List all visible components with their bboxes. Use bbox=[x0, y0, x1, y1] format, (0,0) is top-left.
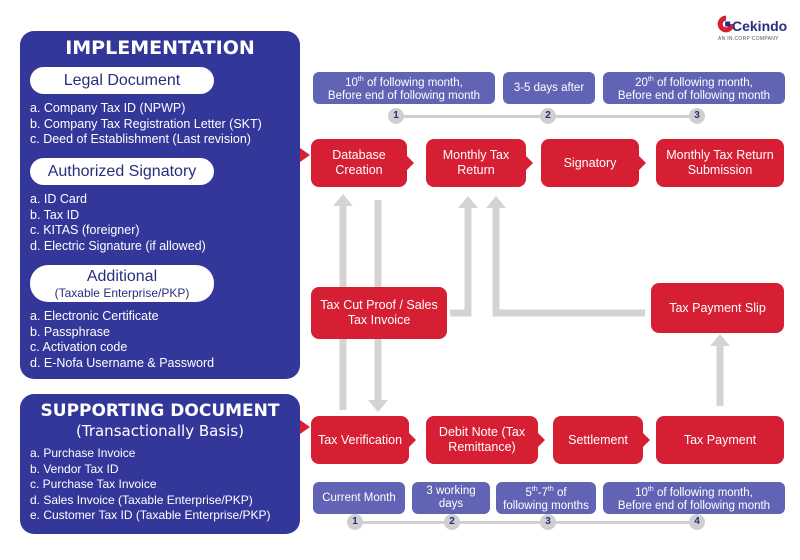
list-item: b. Company Tax Registration Letter (SKT) bbox=[30, 116, 262, 131]
top-timeline-box-2: 3-5 days after bbox=[503, 72, 595, 104]
monthly-tax-return-box: Monthly Tax Return bbox=[426, 139, 533, 187]
timeline-text-line2: Before end of following month bbox=[617, 89, 771, 102]
bottom-timeline-box-2: 3 working days bbox=[412, 482, 490, 514]
list-item: d. E-Nofa Username & Password bbox=[30, 355, 215, 370]
timeline-step-number: 3 bbox=[689, 108, 705, 124]
database-creation-box: Database Creation bbox=[311, 139, 414, 187]
connector-arrow bbox=[450, 208, 472, 317]
additional-pill: Additional (Taxable Enterprise/PKP) bbox=[30, 265, 214, 302]
legal-document-pill: Legal Document bbox=[30, 67, 214, 94]
list-item: a. Company Tax ID (NPWP) bbox=[30, 101, 186, 115]
timeline-text-line2: Before end of following month bbox=[327, 89, 481, 102]
legal-document-list: a. Company Tax ID (NPWP) b. Company Tax … bbox=[30, 101, 262, 148]
timeline-text-line1: Current Month bbox=[322, 491, 396, 504]
additional-sublabel: (Taxable Enterprise/PKP) bbox=[54, 286, 190, 300]
tax-payment-slip-box: Tax Payment Slip bbox=[651, 283, 784, 333]
supporting-title: SUPPORTING DOCUMENT bbox=[40, 401, 280, 421]
bottom-timeline-line bbox=[355, 521, 697, 524]
tax-payment-box: Tax Payment bbox=[656, 416, 784, 464]
arrowhead bbox=[710, 334, 730, 346]
cekindo-logo-icon bbox=[717, 15, 735, 33]
supporting-subtitle: (Transactionally Basis) bbox=[76, 422, 244, 440]
timeline-text-line1: 20th of following month, bbox=[635, 76, 753, 89]
timeline-text-line2: days bbox=[438, 498, 464, 510]
supporting-list: a. Purchase Invoice b. Vendor Tax ID c. … bbox=[30, 446, 271, 524]
list-item: b. Vendor Tax ID bbox=[30, 461, 119, 476]
timeline-text-line1: 10th of following month, bbox=[345, 76, 463, 89]
arrowhead bbox=[486, 196, 506, 208]
timeline-text-line1: 5th-7th of bbox=[525, 486, 567, 499]
panel-pointer bbox=[300, 420, 310, 434]
bottom-timeline-box-3: 5th-7th of following months bbox=[496, 482, 596, 514]
list-item: b. Passphrase bbox=[30, 324, 110, 339]
timeline-text-line2: Before end of following month bbox=[617, 499, 771, 512]
list-item: a. ID Card bbox=[30, 192, 87, 206]
list-item: c. Activation code bbox=[30, 340, 128, 354]
timeline-text-line1: 3 working bbox=[426, 485, 476, 497]
connector-arrow bbox=[492, 208, 645, 317]
arrowhead bbox=[458, 196, 478, 208]
list-item: d. Sales Invoice (Taxable Enterprise/PKP… bbox=[30, 492, 253, 507]
list-item: c. Purchase Tax Invoice bbox=[30, 477, 157, 491]
timeline-text-line2: following months bbox=[503, 499, 589, 512]
list-item: a. Purchase Invoice bbox=[30, 446, 136, 460]
supporting-document-panel: SUPPORTING DOCUMENT (Transactionally Bas… bbox=[20, 394, 300, 534]
list-item: c. Deed of Establishment (Last revision) bbox=[30, 132, 251, 146]
arrowhead bbox=[333, 194, 353, 206]
implementation-panel: IMPLEMENTATION Legal Document a. Company… bbox=[20, 31, 300, 379]
bottom-timeline-box-1: Current Month bbox=[313, 482, 405, 514]
timeline-text-line1: 3-5 days after bbox=[513, 81, 585, 94]
implementation-title: IMPLEMENTATION bbox=[65, 37, 255, 59]
top-timeline-box-1: 10th of following month, Before end of f… bbox=[313, 72, 495, 104]
logo-tagline: AN IN.CORP COMPANY bbox=[718, 36, 779, 42]
timeline-step-number: 2 bbox=[444, 514, 460, 530]
signatory-box: Signatory bbox=[541, 139, 646, 187]
authorized-signatory-pill: Authorized Signatory bbox=[30, 158, 214, 185]
additional-label: Additional bbox=[86, 268, 158, 285]
list-item: b. Tax ID bbox=[30, 207, 80, 222]
settlement-box: Settlement bbox=[553, 416, 650, 464]
timeline-step-number: 1 bbox=[347, 514, 363, 530]
timeline-step-number: 2 bbox=[540, 108, 556, 124]
authorized-signatory-list: a. ID Card b. Tax ID c. KITAS (foreigner… bbox=[30, 192, 206, 254]
list-item: a. Electronic Certificate bbox=[30, 309, 159, 323]
tax-cut-proof-box: Tax Cut Proof / Sales Tax Invoice bbox=[311, 287, 447, 339]
arrowhead bbox=[368, 400, 388, 412]
panel-pointer bbox=[300, 148, 310, 162]
monthly-tax-return-submission-box: Monthly Tax Return Submission bbox=[656, 139, 784, 187]
top-timeline-box-3: 20th of following month, Before end of f… bbox=[603, 72, 785, 104]
list-item: d. Electric Signature (if allowed) bbox=[30, 238, 206, 253]
timeline-text-line1: 10th of following month, bbox=[635, 486, 753, 499]
logo-name: Cekindo bbox=[732, 18, 788, 34]
tax-verification-box: Tax Verification bbox=[311, 416, 416, 464]
list-item: c. KITAS (foreigner) bbox=[30, 223, 140, 237]
list-item: e. Customer Tax ID (Taxable Enterprise/P… bbox=[30, 508, 271, 522]
debit-note-box: Debit Note (Tax Remittance) bbox=[426, 416, 545, 464]
timeline-step-number: 1 bbox=[388, 108, 404, 124]
bottom-timeline-box-4: 10th of following month, Before end of f… bbox=[603, 482, 785, 514]
additional-list: a. Electronic Certificate b. Passphrase … bbox=[30, 309, 214, 371]
timeline-step-number: 4 bbox=[689, 514, 705, 530]
timeline-step-number: 3 bbox=[540, 514, 556, 530]
